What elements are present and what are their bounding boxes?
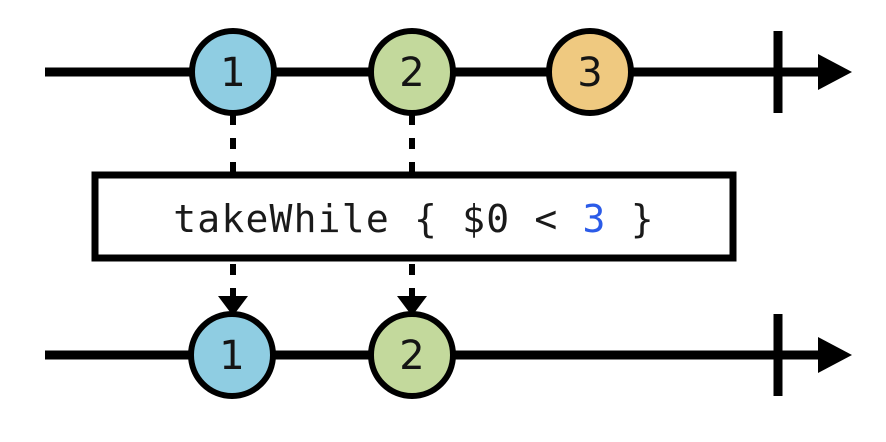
operator-text-part-0: takeWhile { $0 < [173, 197, 582, 241]
source-marble-2-label: 2 [399, 50, 424, 96]
flow-arrowhead-marble-1 [218, 296, 248, 316]
source-marble-3[interactable]: 3 [546, 28, 634, 116]
source-timeline: 1 2 3 [45, 28, 852, 116]
source-marble-1[interactable]: 1 [189, 28, 277, 116]
source-marble-3-circle[interactable] [546, 28, 634, 116]
result-marble-1-label: 1 [219, 333, 244, 379]
flow-lines-into-operator [230, 114, 415, 172]
flow-lines-out-of-operator [218, 264, 427, 316]
operator-text-part-1-highlight: 3 [583, 197, 607, 241]
result-marble-1-circle[interactable] [188, 311, 276, 399]
operator-box-frame[interactable] [91, 171, 737, 262]
source-marble-2[interactable]: 2 [368, 28, 456, 116]
operator-text-part-2: } [607, 197, 655, 241]
result-timeline: 1 2 [45, 311, 852, 399]
result-marble-2-label: 2 [399, 333, 424, 379]
flow-arrowhead-marble-2 [397, 296, 427, 316]
operator-box-label: takeWhile { $0 < 3 } [173, 197, 655, 241]
source-marble-1-circle[interactable] [189, 28, 277, 116]
source-marble-3-label: 3 [577, 50, 602, 96]
source-marble-2-circle[interactable] [368, 28, 456, 116]
result-marble-2[interactable]: 2 [368, 311, 456, 399]
result-timeline-arrowhead [818, 337, 852, 373]
source-marble-1-label: 1 [220, 50, 245, 96]
result-marble-2-circle[interactable] [368, 311, 456, 399]
result-marble-1[interactable]: 1 [188, 311, 276, 399]
source-timeline-arrowhead [818, 54, 852, 90]
operator-box[interactable]: takeWhile { $0 < 3 } [91, 171, 737, 262]
